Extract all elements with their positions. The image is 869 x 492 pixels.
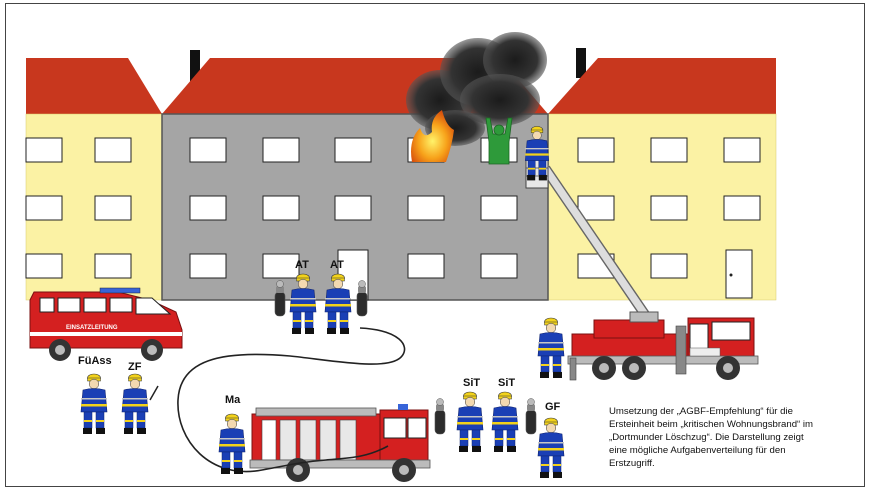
- firefighter-ladder-operator: [538, 318, 564, 378]
- caption-line: Umsetzung der „AGBF-Empfehlung“ für die: [609, 405, 867, 418]
- left-building: [26, 58, 162, 300]
- firefighter-fuass: [81, 374, 107, 434]
- firefighter-sit-1: [457, 392, 483, 452]
- caption-line: Ersteinheit beim „kritischen Wohnungsbra…: [609, 418, 867, 431]
- label-fuass: FüAss: [78, 355, 112, 367]
- vehicle-lettering: EINSATZLEITUNG: [66, 325, 118, 331]
- label-ma: Ma: [225, 394, 241, 406]
- label-gf: GF: [545, 401, 561, 413]
- breathing-apparatus-icon: [435, 399, 445, 435]
- firefighter-gf: [538, 418, 564, 478]
- label-sit-1: SiT: [463, 377, 480, 389]
- caption-line: eine mögliche Aufgabenverteilung für den: [609, 444, 867, 457]
- firefighter-ma: [219, 414, 245, 474]
- firefighter-sit-2: [492, 392, 518, 452]
- pumper-fire-truck: [250, 404, 430, 482]
- label-at-2: AT: [330, 259, 344, 271]
- caption-line: Erstzugriff.: [609, 457, 867, 470]
- label-at-1: AT: [295, 259, 309, 271]
- caption-line: „Dortmunder Löschzug“. Die Darstellung z…: [609, 431, 867, 444]
- right-building: [548, 48, 776, 300]
- breathing-apparatus-icon: [526, 399, 536, 435]
- label-zf: ZF: [128, 361, 142, 373]
- caption-text: Umsetzung der „AGBF-Empfehlung“ für die …: [609, 405, 867, 470]
- label-sit-2: SiT: [498, 377, 515, 389]
- firefighter-zf: [122, 374, 148, 434]
- radio-antenna: [150, 386, 158, 400]
